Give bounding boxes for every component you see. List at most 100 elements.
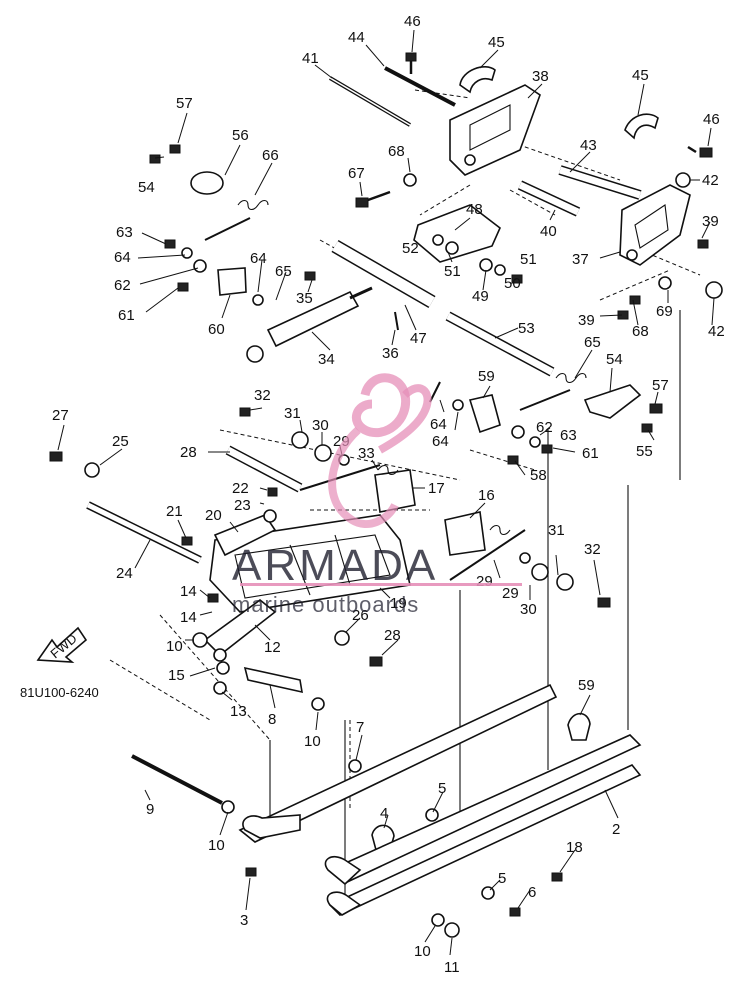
callout-44: 44 <box>348 29 365 46</box>
skids <box>238 683 642 916</box>
callout-69b: 69 <box>656 303 673 320</box>
callout-18: 18 <box>566 839 583 856</box>
callout-10: 10 <box>166 638 183 655</box>
shafts <box>86 66 642 805</box>
callout-10d: 10 <box>414 943 431 960</box>
callout-42: 42 <box>702 172 719 189</box>
callout-64c: 64 <box>432 433 449 450</box>
callout-62b: 62 <box>536 419 553 436</box>
callout-5: 5 <box>438 780 446 797</box>
callout-22: 22 <box>232 480 249 497</box>
callout-10b: 10 <box>304 733 321 750</box>
callout-66: 65 <box>584 334 601 351</box>
callout-40: 40 <box>540 223 557 240</box>
callout-28b: 29 <box>502 585 519 602</box>
callout-51: 51 <box>444 263 461 280</box>
callout-38: 38 <box>532 68 549 85</box>
callout-39b: 39 <box>578 312 595 329</box>
callout-34: 34 <box>318 351 335 368</box>
callout-19: 19 <box>390 595 407 612</box>
callout-14b: 15 <box>168 667 185 684</box>
callout-60: 60 <box>208 321 225 338</box>
callout-11: 11 <box>444 959 460 976</box>
callout-61: 61 <box>118 307 135 324</box>
callout-58: 59 <box>578 677 595 694</box>
callout-32: 29 <box>476 573 493 590</box>
callout-53: 53 <box>518 320 535 337</box>
shock-absorber <box>246 286 373 363</box>
callout-6: 6 <box>528 884 536 901</box>
callout-69: 68 <box>388 143 405 160</box>
callout-5b: 5 <box>498 870 506 887</box>
callout-17: 17 <box>428 480 445 497</box>
callout-59: 59 <box>478 368 495 385</box>
callout-57: 57 <box>176 95 193 112</box>
callout-54b: 55 <box>636 443 653 460</box>
callout-21: 21 <box>166 503 183 520</box>
callout-7: 7 <box>356 719 364 736</box>
callout-68: 67 <box>348 165 365 182</box>
callout-31b: 32 <box>584 541 601 558</box>
callout-16: 16 <box>478 487 495 504</box>
callout-63: 63 <box>116 224 133 241</box>
callout-26: 27 <box>52 407 69 424</box>
callout-2: 2 <box>612 821 620 838</box>
callout-65b: 64 <box>430 416 447 433</box>
callout-52: 52 <box>402 240 419 257</box>
callout-46b: 46 <box>703 111 720 128</box>
callout-30b: 31 <box>548 522 565 539</box>
hardware <box>49 52 723 938</box>
reference-code: 81U100-6240 <box>20 685 99 700</box>
watermark-underline <box>240 583 522 586</box>
callout-67: 66 <box>262 147 279 164</box>
callout-39: 39 <box>702 213 719 230</box>
callout-4: 4 <box>380 805 388 822</box>
callout-45b: 45 <box>632 67 649 84</box>
callout-47: 47 <box>410 330 427 347</box>
watermark-tagline: marine outboards <box>232 592 419 617</box>
callout-leaders <box>57 29 715 956</box>
callout-50: 50 <box>504 275 521 292</box>
callout-48: 48 <box>466 201 483 218</box>
callout-23: 23 <box>234 497 251 514</box>
callout-10c: 10 <box>208 837 225 854</box>
callout-51b: 51 <box>520 251 537 268</box>
callout-25b: 26 <box>352 607 369 624</box>
watermark: ARMADA marine outboards <box>232 373 522 617</box>
callout-54: 54 <box>138 179 155 196</box>
callout-62: 62 <box>114 277 131 294</box>
callout-68b: 68 <box>632 323 649 340</box>
callout-8: 8 <box>268 711 276 728</box>
callout-13: 14 <box>180 583 197 600</box>
callout-3: 3 <box>240 912 248 929</box>
callout-33: 33 <box>358 445 375 462</box>
callout-42b: 42 <box>708 323 725 340</box>
callout-31: 32 <box>254 387 271 404</box>
callout-29: 30 <box>312 417 329 434</box>
callout-24: 24 <box>116 565 133 582</box>
callout-55: 54 <box>606 351 623 368</box>
callout-64: 64 <box>114 249 131 266</box>
callout-49: 49 <box>472 288 489 305</box>
brackets <box>190 66 691 851</box>
callout-36: 36 <box>382 345 399 362</box>
callout-45: 45 <box>488 34 505 51</box>
callout-12: 12 <box>264 639 281 656</box>
watermark-brand: ARMADA <box>232 541 438 590</box>
callout-64b: 64 <box>250 250 267 267</box>
callout-20: 20 <box>205 507 222 524</box>
callout-65: 65 <box>275 263 292 280</box>
callout-26b: 28 <box>384 627 401 644</box>
callout-41: 41 <box>302 50 319 67</box>
callout-numbers: 41 44 46 45 38 45 46 42 43 40 37 39 48 6… <box>52 13 725 976</box>
suspension-frame <box>203 514 411 694</box>
watermark-logo <box>328 373 432 528</box>
callout-46: 46 <box>404 13 421 30</box>
callout-43: 43 <box>580 137 597 154</box>
callout-14: 14 <box>180 609 197 626</box>
callout-63b: 61 <box>582 445 599 462</box>
fwd-arrow: FWD <box>36 626 88 663</box>
callout-27: 28 <box>180 444 197 461</box>
callout-57b: 57 <box>652 377 669 394</box>
